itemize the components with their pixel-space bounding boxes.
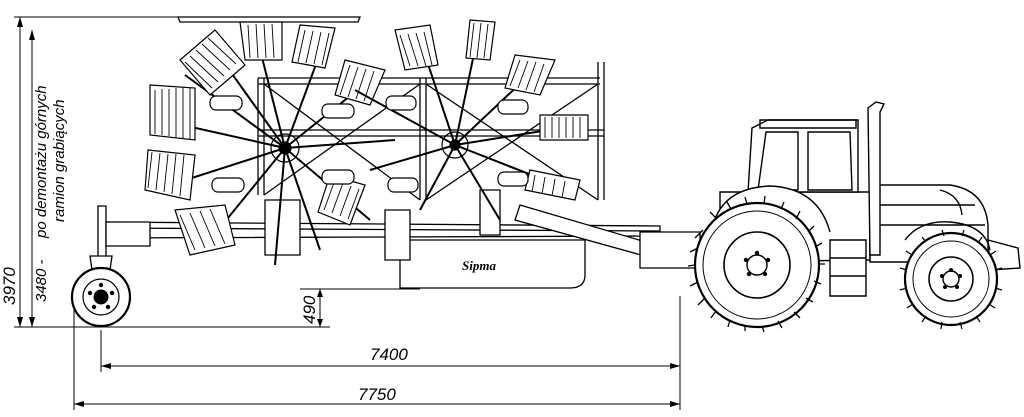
dim-height-note-line2: ramion grabiących	[51, 99, 68, 222]
rear-transport-wheel	[70, 266, 132, 328]
rotor-left	[144, 21, 396, 266]
dimension-arrows	[17, 17, 680, 407]
dim-height-total: 3970	[0, 267, 19, 305]
rotary-rake	[89, 16, 701, 289]
dim-height-reduced: 3480 -	[33, 259, 50, 302]
dim-length-wheelbase: 7400	[370, 345, 408, 364]
rotor-right	[354, 19, 589, 221]
brand-logo: Sipma	[462, 258, 496, 273]
dim-height-note-line1: po demontażu górnych	[33, 85, 50, 239]
tractor-front-wheel	[899, 229, 1003, 330]
dim-length-total: 7750	[358, 385, 396, 404]
tractor-rear-wheel	[687, 195, 825, 333]
dim-ground-clearance: 490	[300, 295, 319, 324]
